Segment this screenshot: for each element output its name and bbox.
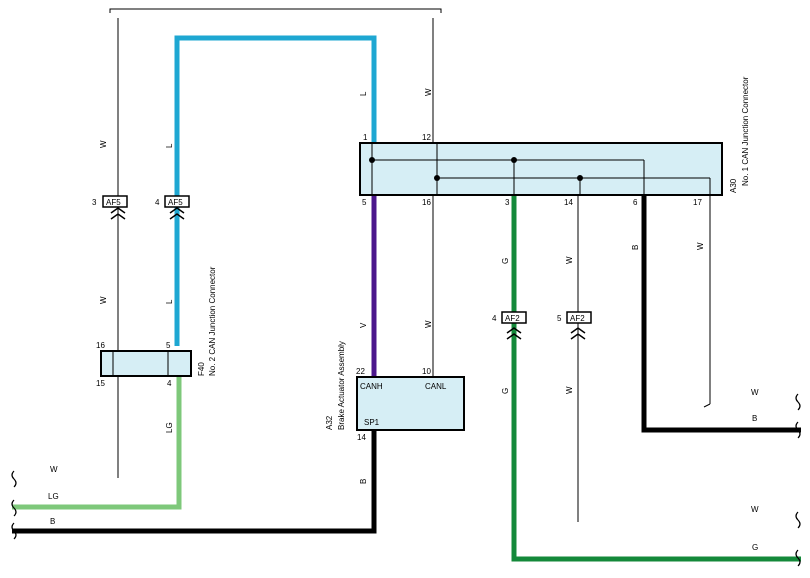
a30-pin-14: 14	[564, 198, 573, 207]
a32-name: Brake Actuator Assembly	[337, 341, 346, 430]
edge-label-right-w1: W	[751, 388, 759, 397]
f40-pin-4: 4	[167, 379, 172, 388]
af5-left-pin: 3	[92, 198, 97, 207]
a30-pin-3: 3	[505, 198, 510, 207]
edge-label-left-lg: LG	[48, 492, 59, 501]
a32-canh-label: CANH	[360, 382, 383, 391]
wire-label: W	[99, 296, 108, 304]
a30-pin-12: 12	[422, 133, 431, 142]
wire-label: L	[359, 91, 368, 96]
wire-label: L	[165, 299, 174, 304]
a30-pin-5: 5	[362, 198, 367, 207]
af5-left-label: AF5	[106, 198, 121, 207]
edge-label-left-w: W	[50, 465, 58, 474]
wire-label: W	[565, 386, 574, 394]
a30-name: No. 1 CAN Junction Connector	[741, 76, 750, 186]
a32-brake-actuator: 22 10 CANH CANL SP1 14 A32 Brake Actuato…	[325, 341, 465, 442]
af5-connector-left: AF5 3	[92, 195, 128, 220]
a30-splice-dot	[511, 157, 517, 163]
wire-label: W	[696, 242, 705, 250]
f40-pin-15: 15	[96, 379, 105, 388]
top-bracket	[109, 8, 442, 13]
a32-pin-10: 10	[422, 367, 431, 376]
edge-label-right-b: B	[752, 414, 757, 423]
a32-sp1-label: SP1	[364, 418, 380, 427]
a30-code: A30	[729, 178, 738, 193]
a30-splice-dot	[434, 175, 440, 181]
a30-connector: 1 12 5 16 3 14 6 17 A30 No. 1 CAN Juncti…	[359, 76, 750, 207]
af2-connector-right: AF2 5	[557, 311, 592, 340]
f40-box	[100, 350, 192, 377]
af2-right-label: AF2	[570, 314, 585, 323]
edge-label-right-g: G	[752, 543, 758, 552]
wire-b-sp1	[12, 430, 377, 534]
af2-right-pin: 5	[557, 314, 562, 323]
a30-splice-dot	[577, 175, 583, 181]
w-wires	[117, 18, 711, 522]
a32-canl-label: CANL	[425, 382, 447, 391]
wire-label: G	[501, 258, 510, 264]
a30-pin-16: 16	[422, 198, 431, 207]
a32-pin-14: 14	[357, 433, 366, 442]
a32-box	[356, 376, 465, 431]
af2-left-label: AF2	[505, 314, 520, 323]
af2-left-pin: 4	[492, 314, 497, 323]
wire-lg	[12, 376, 182, 510]
wire-label: LG	[165, 422, 174, 433]
wire-label: W	[565, 256, 574, 264]
a30-splice-dot	[369, 157, 375, 163]
f40-pin-5: 5	[166, 341, 171, 350]
a30-pin-17: 17	[693, 198, 702, 207]
continuation-marks	[11, 393, 801, 567]
a30-pin-1: 1	[363, 133, 368, 142]
f40-connector: 16 5 15 4 F40 No. 2 CAN Junction Connect…	[96, 266, 217, 388]
wire-label: W	[424, 88, 433, 96]
edge-label-right-w2: W	[751, 505, 759, 514]
a32-pin-22: 22	[356, 367, 365, 376]
f40-pin-16: 16	[96, 341, 105, 350]
f40-name: No. 2 CAN Junction Connector	[208, 266, 217, 376]
edge-label-left-b: B	[50, 517, 55, 526]
wire-label: G	[501, 388, 510, 394]
wire-label: W	[424, 320, 433, 328]
wire-label: B	[359, 479, 368, 484]
wire-l	[174, 35, 377, 346]
wire-label: V	[359, 322, 368, 328]
af2-connector-left: AF2 4	[492, 311, 527, 340]
wire-label: W	[99, 140, 108, 148]
f40-code: F40	[197, 362, 206, 376]
edge-labels: W LG B W B W G	[48, 388, 759, 552]
af5-right-pin: 4	[155, 198, 160, 207]
af5-right-label: AF5	[168, 198, 183, 207]
wire-label: L	[165, 143, 174, 148]
a30-pin-6: 6	[633, 198, 638, 207]
wire-labels: W W L L LG L W V W G G W W B W B	[99, 88, 705, 484]
a30-box	[359, 142, 723, 196]
wire-b-right	[641, 195, 801, 433]
wire-label: B	[631, 245, 640, 250]
af5-connector-right: AF5 4	[155, 195, 190, 220]
a32-code: A32	[325, 415, 334, 430]
wire-w-17-tail	[703, 403, 711, 408]
